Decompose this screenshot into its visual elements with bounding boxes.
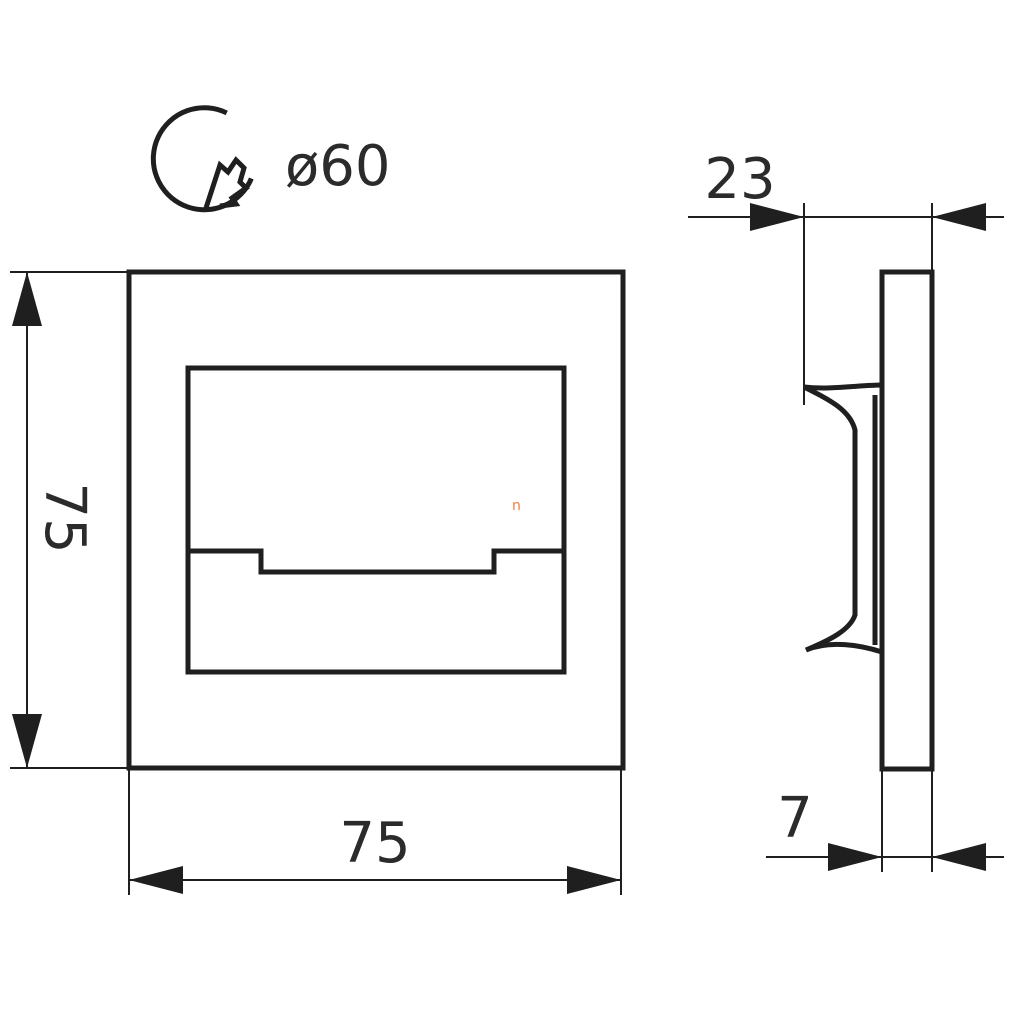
- arrow-left-icon: [932, 203, 986, 231]
- front-inner-window: [185, 365, 567, 675]
- side-spring-clip: [802, 384, 858, 653]
- depth-total-label: 23: [704, 147, 775, 212]
- cutout-diameter-label: ø60: [285, 134, 391, 199]
- width-dimension: [128, 768, 622, 895]
- arrow-right-icon: [567, 866, 621, 894]
- arrow-right-icon: [828, 843, 882, 871]
- side-clip-top: [803, 382, 883, 391]
- depth-total-dimension: [688, 203, 1004, 405]
- depth-front-label: 7: [777, 786, 813, 851]
- height-dimension: [10, 271, 129, 769]
- front-divider: [188, 548, 564, 575]
- hole-saw-icon: [150, 105, 254, 213]
- arrow-down-icon: [12, 714, 42, 768]
- side-clip-bottom: [805, 641, 883, 655]
- arrow-left-icon: [932, 843, 986, 871]
- height-label: 75: [32, 482, 97, 553]
- arrow-left-icon: [129, 866, 183, 894]
- depth-front-dimension: [766, 769, 1004, 872]
- arrow-right-icon: [750, 203, 804, 231]
- front-outer-frame: [126, 269, 626, 771]
- side-front-plate: [879, 269, 935, 772]
- arrow-up-icon: [12, 272, 42, 326]
- small-mark: n: [512, 498, 521, 514]
- width-label: 75: [339, 811, 410, 876]
